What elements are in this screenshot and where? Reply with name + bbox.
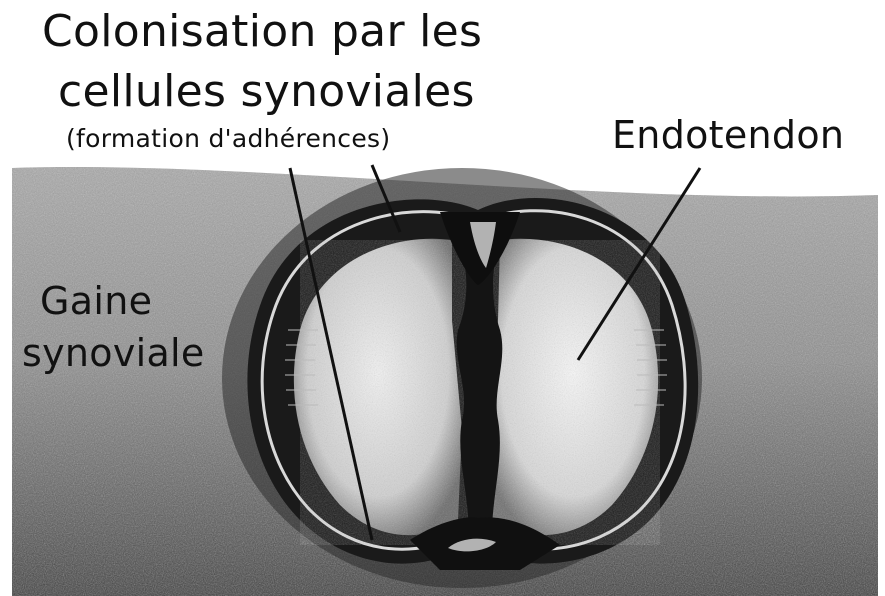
gaine-label-line1: Gaine xyxy=(40,278,152,324)
endotendon-label: Endotendon xyxy=(612,112,844,158)
gaine-label-line2: synoviale xyxy=(22,330,205,376)
colonisation-label-line2: cellules synoviales xyxy=(58,66,475,118)
colonisation-label-line3: (formation d'adhérences) xyxy=(66,124,390,154)
colonisation-label-line1: Colonisation par les xyxy=(42,6,482,58)
